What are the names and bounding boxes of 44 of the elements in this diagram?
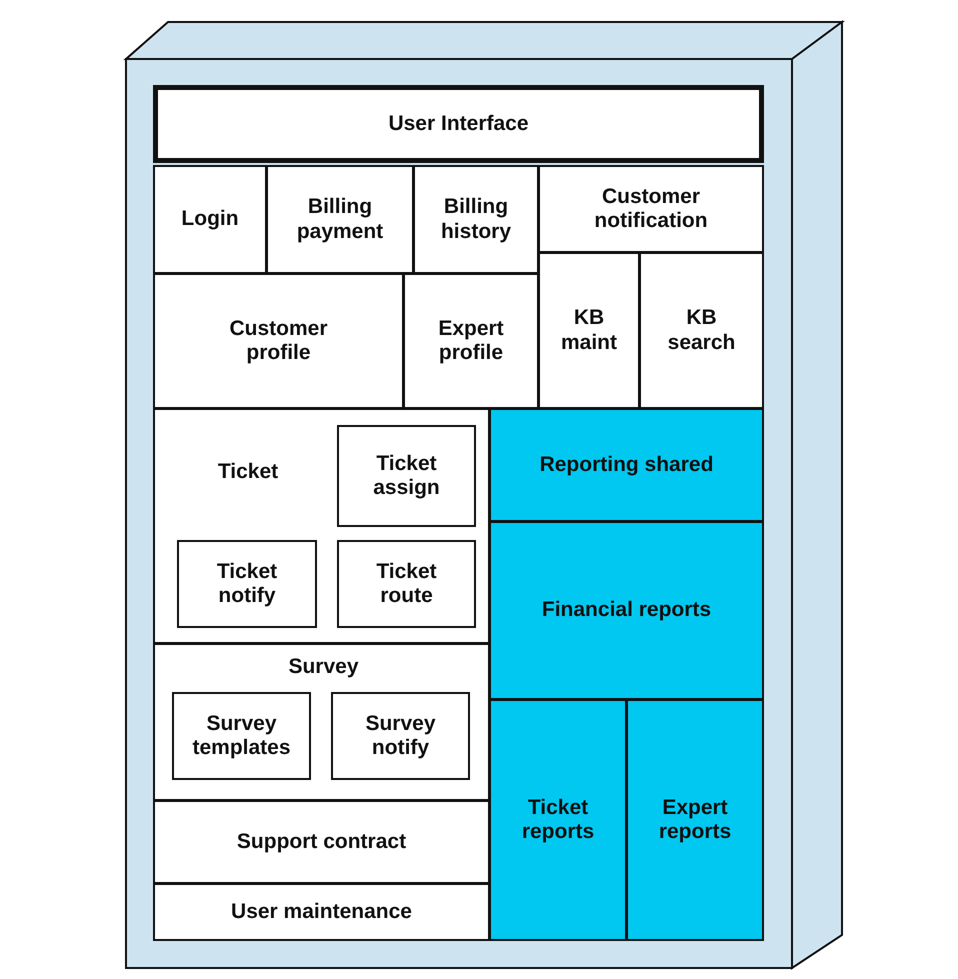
module-label: KB maint — [560, 306, 618, 355]
module-label: Billing history — [440, 195, 512, 244]
module-box — [153, 85, 764, 163]
module-label: Expert reports — [658, 796, 732, 844]
module-box — [153, 273, 404, 409]
module-label: Ticket notify — [216, 560, 278, 608]
container-box — [153, 408, 490, 644]
module-box — [153, 165, 267, 274]
module-box — [489, 521, 764, 700]
module-label: Ticket — [216, 460, 280, 484]
module-box — [489, 699, 627, 941]
container-box — [153, 643, 490, 801]
module-box — [489, 408, 764, 522]
module-box — [266, 165, 414, 274]
module-label: Reporting shared — [540, 452, 714, 478]
module-label: Customer notification — [593, 184, 709, 234]
module-box — [177, 540, 317, 628]
module-box — [337, 425, 476, 527]
module-label: Login — [181, 207, 239, 232]
module-label: Ticket reports — [520, 796, 596, 844]
module-label: User maintenance — [231, 900, 412, 924]
module-label: Survey templates — [191, 712, 292, 760]
module-box — [153, 883, 490, 941]
module-label: Ticket assign — [372, 452, 441, 500]
module-box — [153, 800, 490, 884]
module-label: Expert profile — [437, 316, 505, 366]
module-label: User Interface — [388, 112, 529, 136]
module-box — [331, 692, 470, 780]
module-label: KB search — [666, 306, 736, 355]
module-label: Survey notify — [364, 712, 437, 760]
module-box — [626, 699, 764, 941]
module-label: Billing payment — [296, 195, 384, 244]
module-box — [403, 273, 539, 409]
module-label: Support contract — [236, 830, 406, 854]
module-box — [172, 692, 311, 780]
module-box — [337, 540, 476, 628]
module-label: Financial reports — [542, 598, 712, 623]
module-label: Ticket route — [375, 560, 438, 608]
module-label: Survey — [287, 655, 360, 680]
module-box — [538, 252, 640, 409]
module-label: Customer profile — [228, 316, 329, 366]
module-box — [639, 252, 764, 409]
module-box — [538, 165, 764, 253]
module-box — [413, 165, 539, 274]
